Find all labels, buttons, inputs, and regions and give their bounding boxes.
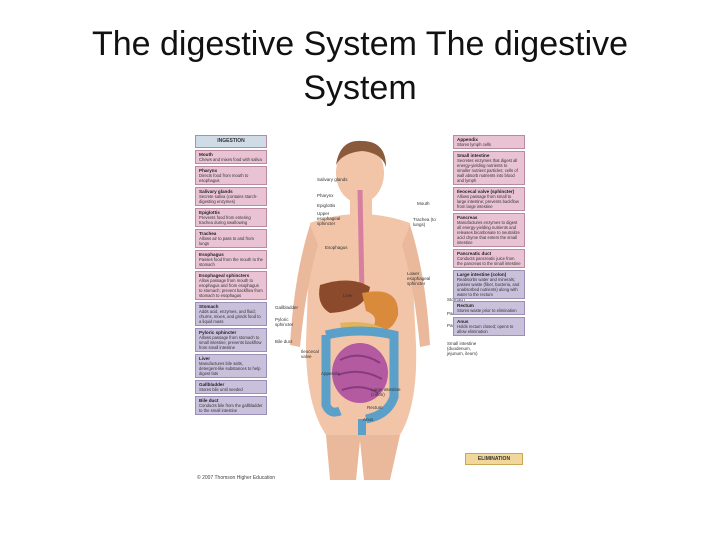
elimination-label: ELIMINATION — [465, 453, 523, 465]
label-mouth: Mouth — [417, 201, 430, 206]
annotation-box: Large intestine (colon)Reabsorbs water a… — [453, 270, 525, 299]
label-small-intestine: Small intestine (duodenum, jejunum, ileu… — [447, 341, 481, 356]
label-appendix: Appendix — [321, 371, 340, 376]
annotation-box-text: Secrete saliva (contains starch-digestin… — [199, 194, 257, 204]
annotation-box-text: Reabsorbs water and minerals; passes was… — [457, 277, 519, 297]
annotation-box-text: Allow passage from mouth to esophagus an… — [199, 278, 263, 298]
label-lower-sphincter: Lower esophageal sphincter — [407, 271, 441, 286]
label-liver: Liver — [343, 293, 353, 298]
label-esophagus: Esophagus — [325, 245, 348, 250]
label-pyloric: Pyloric sphincter — [275, 317, 299, 327]
label-upper-sphincter: Upper esophageal sphincter — [317, 211, 347, 226]
label-epiglottis: Epiglottis — [317, 203, 335, 208]
annotation-box-text: Conducts bile from the gallbladder to th… — [199, 403, 263, 413]
annotation-box: Ileocecal valve (sphincter)Allows passag… — [453, 187, 525, 211]
label-gallbladder: Gallbladder — [275, 305, 298, 310]
annotation-box-text: Stores bile until needed — [199, 387, 243, 392]
annotation-box-text: Allows passage from stomach to small int… — [199, 335, 261, 350]
annotation-box-text: Passes food from the mouth to the stomac… — [199, 257, 263, 267]
annotation-box-text: Directs food from mouth to esophagus — [199, 173, 248, 183]
ingestion-header: INGESTION — [195, 135, 267, 148]
label-large-intestine: Large intestine (colon) — [371, 387, 401, 397]
annotation-box-text: Holds rectum closed; opens to allow elim… — [457, 324, 513, 334]
annotation-box-text: Manufactures bile salts, detergent-like … — [199, 361, 260, 376]
label-pharynx: Pharynx — [317, 193, 334, 198]
label-trachea: Trachea (to lungs) — [413, 217, 443, 227]
annotation-box-text: Chews and mixes food with saliva — [199, 157, 262, 162]
annotation-box-text: Manufactures enzymes to digest all energ… — [457, 220, 520, 245]
slide-title: The digestive System The digestive Syste… — [40, 22, 680, 110]
label-rectum: Rectum — [367, 405, 383, 410]
esophagus-shape — [360, 190, 362, 295]
label-ileocecal: Ileocecal valve — [301, 349, 325, 359]
annotation-box-text: Adds acid, enzymes, and fluid; churns, m… — [199, 309, 261, 324]
legs-shape — [326, 435, 400, 480]
copyright-text: © 2007 Thomson Higher Education — [197, 475, 275, 481]
annotation-box-text: Allows passage from small to large intes… — [457, 194, 519, 209]
label-salivary: Salivary glands — [317, 177, 348, 182]
annotation-box-text: Prevents food from entering trachea duri… — [199, 215, 251, 225]
annotation-box-text: Secretes enzymes that digest all energy-… — [457, 158, 518, 183]
label-anus: Anus — [363, 417, 373, 422]
annotation-box-text: Allows air to pass to and from lungs — [199, 236, 254, 246]
annotation-box-text: Conducts pancreatic juice from the pancr… — [457, 256, 521, 266]
annotation-box-text: Stores lymph cells — [457, 142, 491, 147]
annotation-box-text: Stores waste prior to elimination — [457, 308, 517, 313]
label-bile-duct: Bile duct — [275, 339, 295, 344]
